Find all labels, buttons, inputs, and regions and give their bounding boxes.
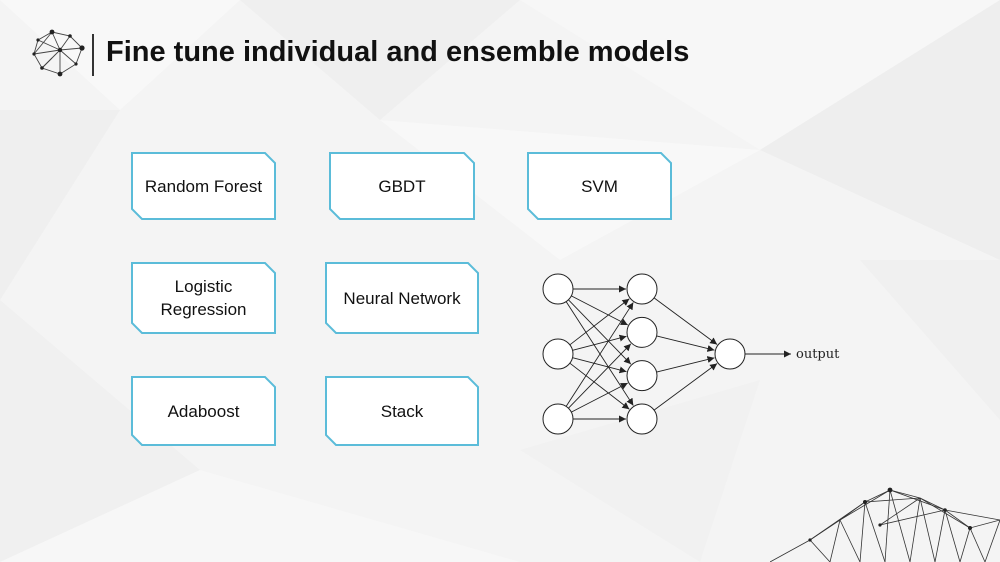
model-box-adaboost: Adaboost [131, 376, 276, 446]
polygon-network-logo-icon [32, 29, 85, 77]
network-edge [569, 362, 630, 410]
network-nodes [542, 273, 746, 435]
model-box-frame [325, 376, 479, 446]
model-box-label: Stack [380, 401, 424, 421]
model-box-neural-network: Neural Network [325, 262, 479, 334]
network-edge [571, 295, 628, 326]
network-edge [656, 356, 715, 373]
network-edge [568, 299, 632, 365]
corner-mesh-decoration [770, 487, 1000, 562]
model-box-label: Logistic Regression [160, 277, 247, 319]
model-box-stack: Stack [325, 376, 479, 446]
model-box-frame [131, 262, 276, 334]
network-node-layer-3 [714, 338, 746, 370]
model-box-label: Random Forest [144, 176, 263, 196]
slide-title: Fine tune individual and ensemble models [106, 36, 690, 68]
network-node-layer-2 [626, 360, 658, 392]
network-node-layer-1 [542, 338, 574, 370]
neural-network-diagram: output [542, 273, 840, 435]
network-edges [565, 285, 791, 423]
model-box-frame [131, 376, 276, 446]
model-box-frame [325, 262, 479, 334]
model-box-frame [527, 152, 672, 220]
network-edge [565, 302, 634, 407]
network-edge [565, 301, 634, 406]
network-edge [653, 363, 718, 411]
model-box-label: Neural Network [343, 288, 461, 308]
model-box-svm: SVM [527, 152, 672, 220]
output-label: output [796, 347, 840, 362]
network-node-layer-2 [626, 403, 658, 435]
network-edge [571, 382, 628, 413]
title-divider [92, 34, 94, 76]
model-box-gbdt: GBDT [329, 152, 475, 220]
model-box-random-forest: Random Forest [131, 152, 276, 220]
model-box-label: SVM [581, 176, 618, 196]
network-edge [656, 335, 715, 352]
network-edge [572, 357, 627, 374]
model-box-frame [131, 152, 276, 220]
network-node-layer-1 [542, 273, 574, 305]
model-box-label: Adaboost [167, 401, 240, 421]
network-node-layer-1 [542, 403, 574, 435]
network-edge [653, 297, 718, 345]
model-box-logistic-regression: Logistic Regression [131, 262, 276, 334]
network-edge [569, 298, 630, 346]
model-box-label: GBDT [378, 176, 426, 196]
network-edge [568, 343, 632, 409]
network-node-layer-2 [626, 316, 658, 348]
model-box-frame [329, 152, 475, 220]
network-edge [572, 334, 627, 351]
network-node-layer-2 [626, 273, 658, 305]
